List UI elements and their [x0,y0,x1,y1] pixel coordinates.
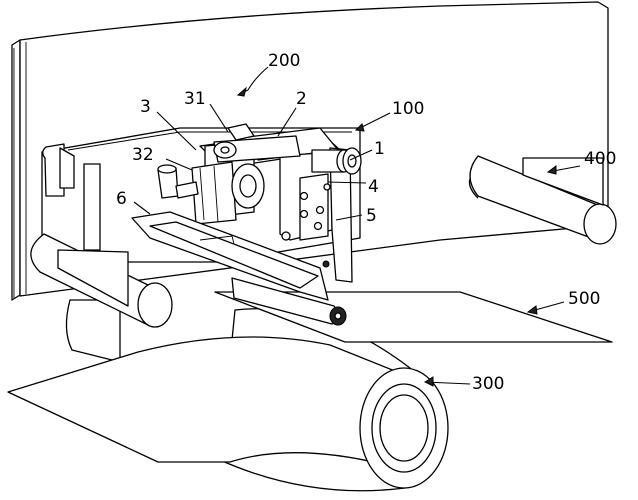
label-300: 300 [472,374,504,394]
lever-2 [213,123,301,163]
roll-300-end [359,367,449,489]
label-4: 4 [368,177,379,197]
label-500: 500 [568,289,600,309]
left-roller [30,233,173,328]
label-100: 100 [392,99,424,119]
label-2: 2 [296,89,307,109]
label-31: 31 [184,89,206,109]
blade-carrier-6 [131,211,329,301]
label-400: 400 [584,149,616,169]
label-1: 1 [374,139,385,159]
cylinder-1 [311,147,362,175]
front-roller [231,277,347,326]
label-5: 5 [366,206,377,226]
label-6: 6 [116,189,127,209]
block-32 [191,161,265,225]
label-32: 32 [132,145,154,165]
leader-arrowheads [236,86,557,387]
label-3: 3 [140,97,151,117]
reference-labels: 200 31 2 3 100 32 1 400 6 4 5 500 300 [116,51,616,394]
air-fitting [157,164,199,199]
film-sheet-300 [7,336,406,471]
label-200: 200 [268,51,300,71]
roller-400 [468,155,617,245]
